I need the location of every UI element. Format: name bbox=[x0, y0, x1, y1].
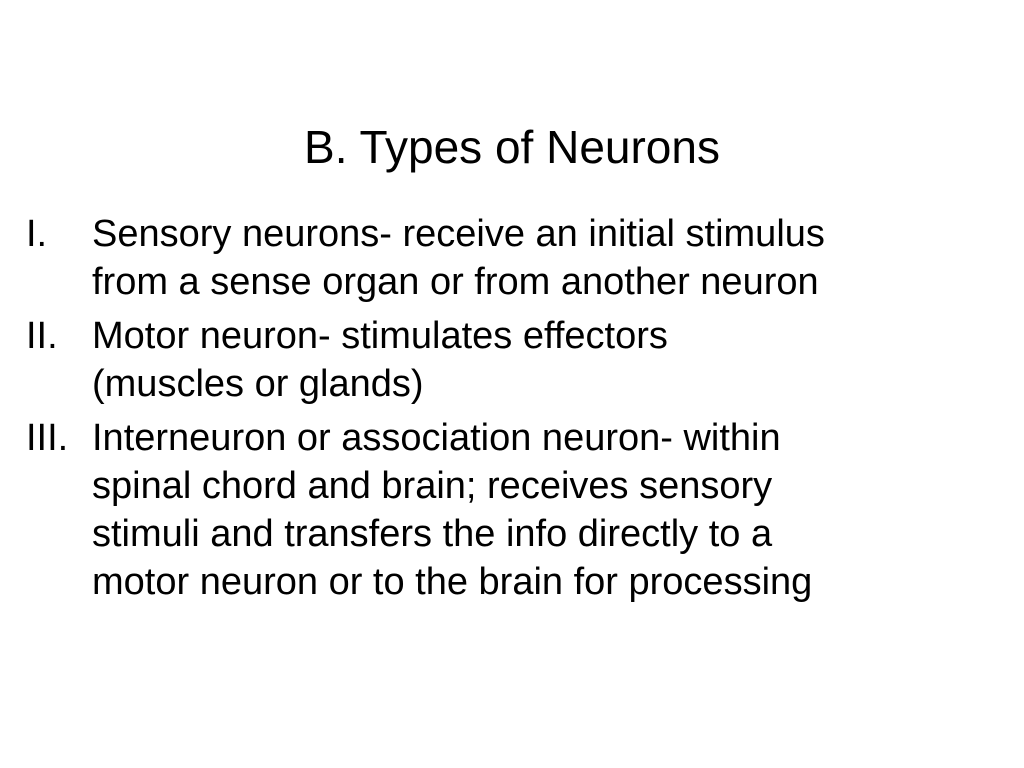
list-item: III. Interneuron or association neuron- … bbox=[26, 414, 1016, 606]
list-item-text: Sensory neurons- receive an initial stim… bbox=[92, 210, 1016, 306]
list-item-marker: II. bbox=[26, 315, 58, 357]
list-item-line: (muscles or glands) bbox=[92, 363, 424, 405]
list-item-line: Sensory neurons- receive an initial stim… bbox=[92, 213, 825, 255]
list-item: I. Sensory neurons- receive an initial s… bbox=[26, 210, 1016, 306]
list-item-line: Interneuron or association neuron- withi… bbox=[92, 417, 781, 459]
list-item-marker: I. bbox=[26, 213, 48, 255]
list-item-marker: III. bbox=[26, 417, 69, 459]
slide-title: B. Types of Neurons bbox=[304, 121, 720, 173]
list-item-text: Interneuron or association neuron- withi… bbox=[92, 414, 1016, 606]
list-item-line: stimuli and transfers the info directly … bbox=[92, 513, 773, 555]
list-item-text: Motor neuron- stimulates effectors (musc… bbox=[92, 312, 1016, 408]
list-item: II. Motor neuron- stimulates effectors (… bbox=[26, 312, 1016, 408]
list-item-line: motor neuron or to the brain for process… bbox=[92, 561, 813, 603]
bullet-list: I. Sensory neurons- receive an initial s… bbox=[26, 210, 1016, 612]
list-item-line: spinal chord and brain; receives sensory bbox=[92, 465, 773, 507]
list-item-line: Motor neuron- stimulates effectors bbox=[92, 315, 668, 357]
list-item-line: from a sense organ or from another neuro… bbox=[92, 261, 819, 303]
